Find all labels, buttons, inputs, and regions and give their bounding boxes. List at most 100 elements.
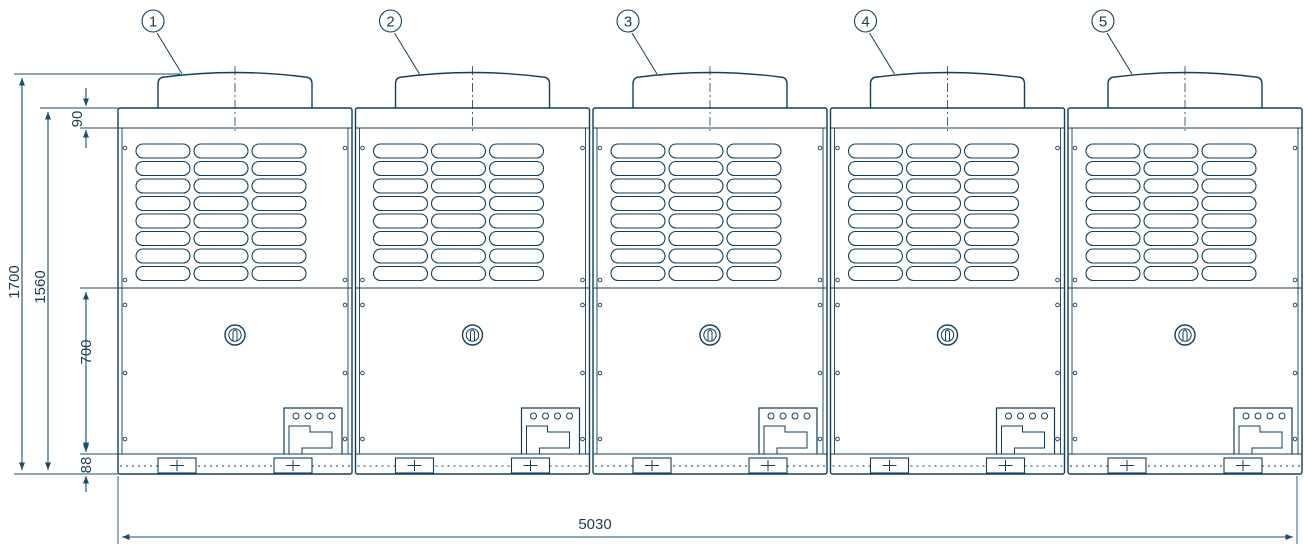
screw-hole bbox=[122, 145, 128, 151]
unit-number-circle bbox=[378, 9, 403, 33]
connection-panel bbox=[520, 407, 581, 454]
vent-slot bbox=[1085, 143, 1141, 159]
screw-hole bbox=[342, 436, 348, 442]
unit-body bbox=[829, 107, 1066, 475]
handle-grip bbox=[470, 329, 475, 341]
vent-slot bbox=[1143, 265, 1199, 282]
vent-slot bbox=[610, 230, 666, 247]
vent-slot bbox=[1201, 265, 1257, 282]
screw-hole bbox=[817, 370, 823, 376]
screw-hole bbox=[122, 277, 128, 283]
pipe-port bbox=[1254, 412, 1262, 420]
vent-slot bbox=[251, 160, 307, 177]
pipe-port bbox=[1029, 412, 1036, 420]
vent-slot bbox=[726, 265, 782, 282]
pipe-port bbox=[803, 412, 811, 420]
screw-hole bbox=[835, 145, 840, 151]
vent-slot bbox=[135, 230, 191, 247]
pipe-port bbox=[1005, 412, 1012, 420]
vent-slot bbox=[1085, 248, 1141, 264]
cable-entry bbox=[1001, 425, 1045, 454]
screw-hole bbox=[1055, 277, 1060, 283]
vent-slot bbox=[372, 178, 429, 194]
vent-slot bbox=[963, 143, 1020, 159]
vent-slot bbox=[193, 213, 249, 229]
vent-slot bbox=[430, 230, 487, 247]
unit-body bbox=[1067, 107, 1303, 475]
vent-slot bbox=[847, 178, 904, 194]
pipe-port bbox=[779, 412, 787, 420]
pipe-port bbox=[542, 412, 549, 420]
pipe-port bbox=[292, 412, 300, 420]
vent-slot bbox=[430, 248, 487, 264]
vent-slot bbox=[1143, 213, 1199, 229]
vent-slot bbox=[372, 195, 429, 212]
unit-2: 2 bbox=[354, 9, 591, 475]
screw-hole bbox=[835, 302, 840, 308]
vent-slot bbox=[193, 265, 249, 282]
vent-slot bbox=[963, 195, 1020, 212]
vent-slot bbox=[372, 265, 429, 282]
screw-hole bbox=[1292, 436, 1298, 442]
screw-hole bbox=[580, 277, 585, 283]
vent-slot bbox=[963, 178, 1020, 194]
dim-label-lower-panel: 700 bbox=[78, 339, 95, 364]
vent-slot bbox=[135, 195, 191, 212]
dim-label-body-height: 1560 bbox=[32, 270, 49, 303]
screw-hole bbox=[597, 436, 603, 442]
leader-line bbox=[631, 32, 658, 75]
screw-hole bbox=[1292, 145, 1298, 151]
vent-slot bbox=[1143, 248, 1199, 264]
vent-slot bbox=[668, 213, 724, 229]
vent-slot bbox=[193, 143, 249, 159]
cable-entry bbox=[288, 425, 333, 454]
pipe-port bbox=[1017, 412, 1024, 420]
screw-hole bbox=[835, 277, 840, 283]
vent-slot bbox=[668, 160, 724, 177]
vent-slot bbox=[372, 160, 429, 177]
vent-slot bbox=[135, 248, 191, 264]
pipe-port bbox=[767, 412, 775, 420]
vent-slot bbox=[726, 195, 782, 212]
vent-slot bbox=[1085, 265, 1141, 282]
screw-hole bbox=[122, 302, 128, 308]
vent-slot bbox=[726, 230, 782, 247]
unit-number-circle bbox=[1091, 9, 1115, 33]
pipe-port bbox=[1041, 412, 1048, 420]
vent-slot bbox=[135, 265, 191, 282]
vent-slot bbox=[1085, 160, 1141, 177]
screw-hole bbox=[817, 436, 823, 442]
vent-slot bbox=[963, 248, 1020, 264]
vent-slot bbox=[1201, 213, 1257, 229]
screw-hole bbox=[360, 145, 365, 151]
pipe-port bbox=[316, 412, 324, 420]
screw-hole bbox=[597, 277, 603, 283]
vent-slot bbox=[905, 230, 962, 247]
screw-hole bbox=[122, 436, 128, 442]
pipe-port bbox=[566, 412, 573, 420]
unit-number-circle bbox=[853, 9, 878, 33]
vent-slot bbox=[610, 160, 666, 177]
vent-slot bbox=[1143, 178, 1199, 194]
vent-slot bbox=[847, 265, 904, 282]
vent-slot bbox=[1085, 213, 1141, 229]
screw-hole bbox=[360, 370, 365, 376]
vent-slot bbox=[1143, 195, 1199, 212]
screw-hole bbox=[342, 145, 348, 151]
connection-panel bbox=[1233, 407, 1293, 454]
screw-hole bbox=[1292, 302, 1298, 308]
vent-slot bbox=[668, 195, 724, 212]
vent-slot bbox=[430, 143, 487, 159]
vent-slot bbox=[430, 178, 487, 194]
vent-slot bbox=[847, 143, 904, 159]
leader-line bbox=[869, 32, 895, 75]
screw-hole bbox=[817, 302, 823, 308]
handle-grip bbox=[1182, 329, 1188, 341]
dim-label-base: 88 bbox=[78, 457, 95, 474]
screw-hole bbox=[1292, 370, 1298, 376]
handle-inner bbox=[940, 328, 955, 342]
vent-slot bbox=[430, 265, 487, 282]
vent-slot bbox=[251, 248, 307, 264]
handle-grip bbox=[232, 329, 238, 341]
